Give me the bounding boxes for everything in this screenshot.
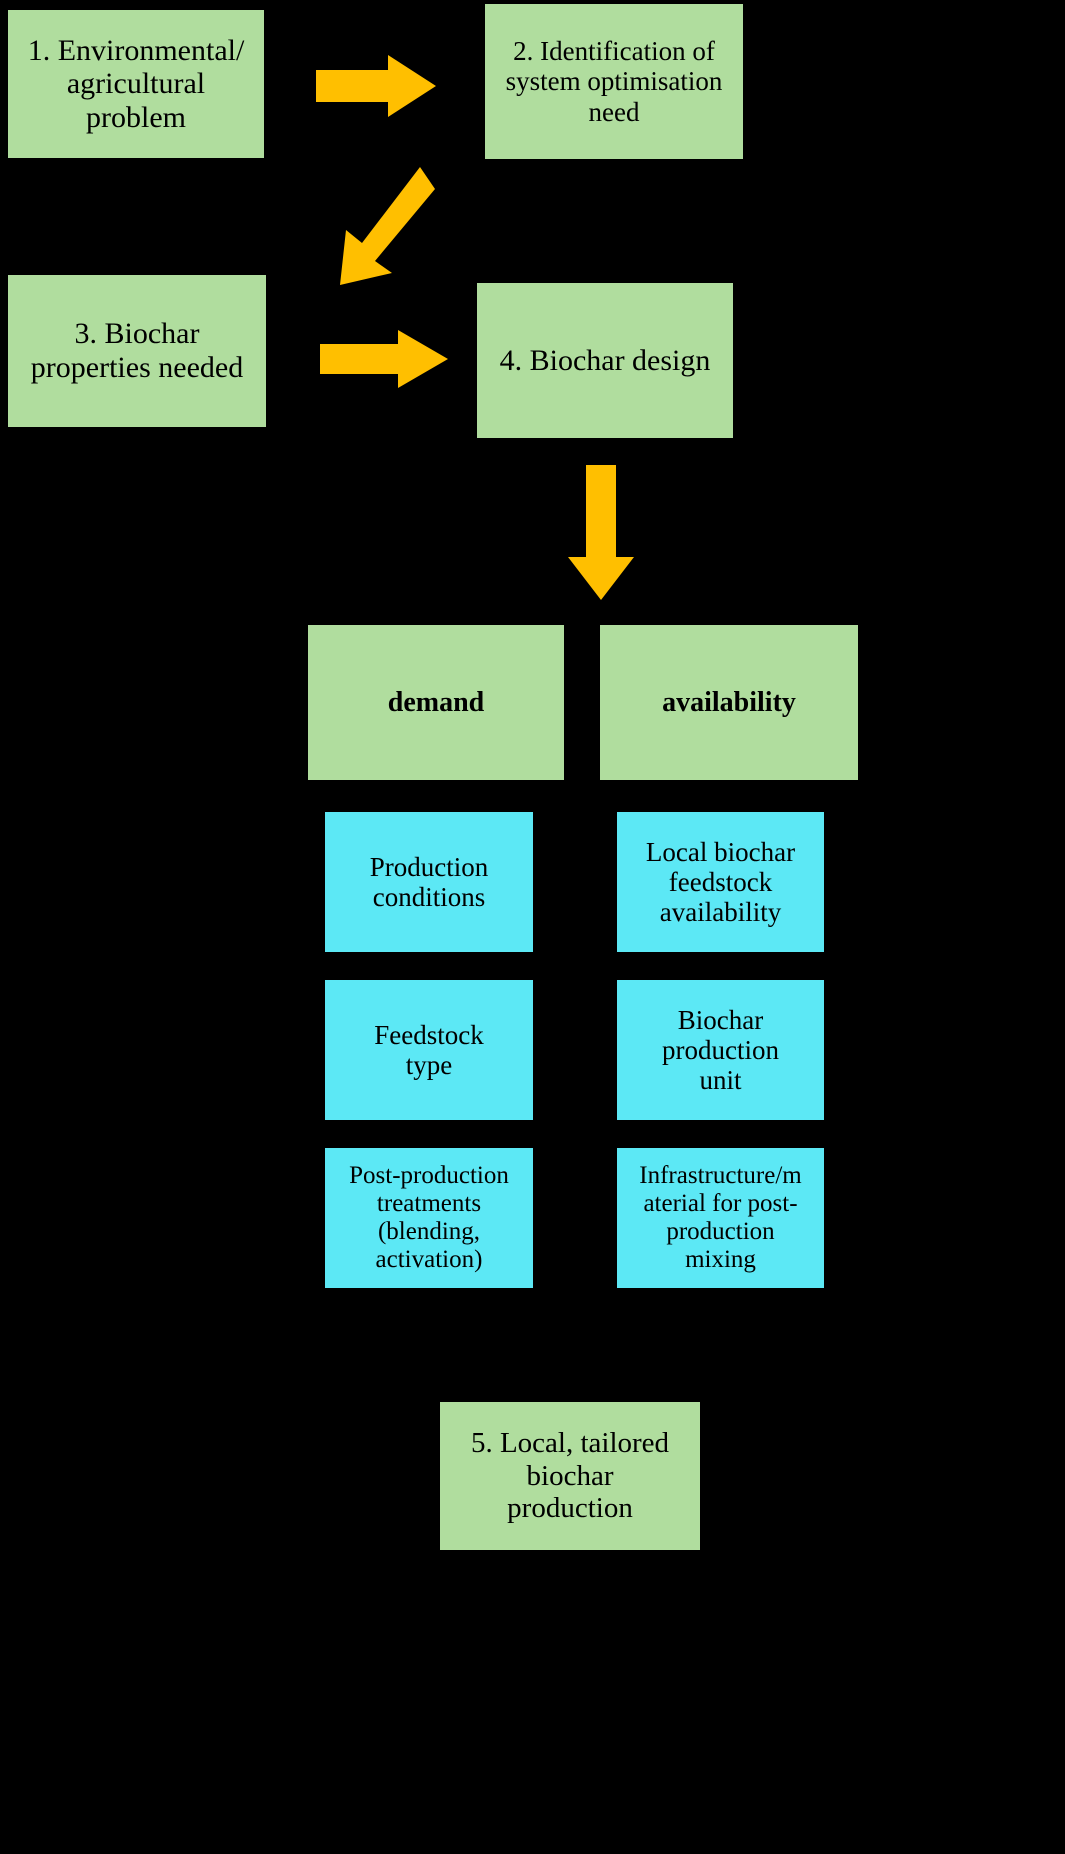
column-header-demand[interactable]: demand: [308, 625, 564, 780]
availability-item-local-biochar-feedstock-availability[interactable]: Local biochar feedstock availability: [617, 812, 824, 952]
demand-item-label: Feedstock type: [374, 1019, 484, 1080]
step-4-biochar-design[interactable]: 4. Biochar design: [477, 283, 733, 438]
demand-item-label: Production conditions: [369, 851, 489, 912]
step-5-label: 5. Local, tailored biochar production: [470, 1427, 670, 1525]
step-3-label: 3. Biochar properties needed: [30, 317, 244, 384]
step-4-label: 4. Biochar design: [499, 343, 711, 377]
availability-item-infrastructure-material-post-production-mixing[interactable]: Infrastructure/m aterial for post- produ…: [617, 1148, 824, 1288]
availability-item-label: Infrastructure/m aterial for post- produ…: [639, 1162, 802, 1273]
column-header-availability[interactable]: availability: [600, 625, 858, 780]
demand-item-post-production-treatments[interactable]: Post-production treatments (blending, ac…: [325, 1148, 533, 1288]
step-2-label: 2. Identification of system optimisation…: [505, 36, 723, 127]
step-1-environmental-agricultural-problem[interactable]: 1. Environmental/ agricultural problem: [8, 10, 264, 158]
availability-item-biochar-production-unit[interactable]: Biochar production unit: [617, 980, 824, 1120]
arrow-down-icon-step4-columns: [568, 465, 634, 600]
demand-item-production-conditions[interactable]: Production conditions: [325, 812, 533, 952]
arrow-diagonal-down-left-icon-step2-step3: [330, 167, 435, 285]
demand-item-label: Post-production treatments (blending, ac…: [349, 1162, 509, 1273]
availability-item-label: Local biochar feedstock availability: [645, 836, 796, 928]
column-header-availability-label: availability: [662, 686, 796, 718]
column-header-demand-label: demand: [387, 686, 485, 718]
arrow-right-icon-step1-step2: [316, 55, 436, 117]
arrow-right-icon-step3-step4: [320, 330, 448, 388]
step-3-biochar-properties-needed[interactable]: 3. Biochar properties needed: [8, 275, 266, 427]
demand-item-feedstock-type[interactable]: Feedstock type: [325, 980, 533, 1120]
step-5-local-tailored-biochar-production[interactable]: 5. Local, tailored biochar production: [440, 1402, 700, 1550]
step-1-label: 1. Environmental/ agricultural problem: [27, 33, 245, 134]
step-2-identification-of-system-optimisation-need[interactable]: 2. Identification of system optimisation…: [485, 4, 743, 159]
availability-item-label: Biochar production unit: [662, 1004, 779, 1096]
